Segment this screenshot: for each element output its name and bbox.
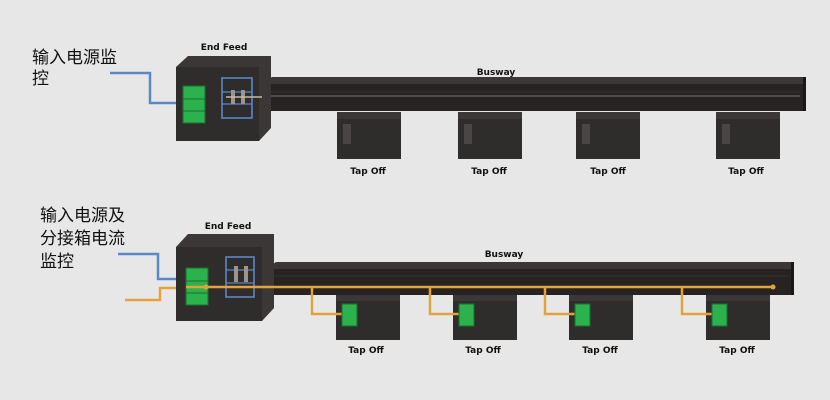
top-tap-off-3 <box>576 112 640 159</box>
top-tap-off-label-4: Tap Off <box>728 167 764 177</box>
bottom-caption-line-3: 监控 <box>40 252 74 272</box>
top-diagram: 输入电源监 控 Busway End Feed <box>32 43 806 177</box>
top-signal-line <box>110 71 185 105</box>
top-tap-off-label-3: Tap Off <box>590 167 626 177</box>
top-tap-off-4 <box>716 112 780 159</box>
bottom-branch-monitor-1 <box>341 303 358 327</box>
top-end-feed-label: End Feed <box>201 43 248 53</box>
bottom-busway-label: Busway <box>485 250 524 260</box>
bottom-tap-off-label-1: Tap Off <box>348 346 384 356</box>
bottom-tap-off-label-2: Tap Off <box>465 346 501 356</box>
top-caption-line-2: 控 <box>32 69 49 89</box>
top-input-monitor-module <box>182 85 206 124</box>
bottom-branch-monitor-4 <box>711 303 728 327</box>
bottom-tap-off-label-4: Tap Off <box>719 346 755 356</box>
top-busway <box>262 77 806 111</box>
bottom-branch-line-4 <box>680 287 712 316</box>
bottom-branch-line-3 <box>543 287 575 316</box>
bottom-diagram: 输入电源及 分接箱电流 监控 Busway End Feed <box>40 206 794 356</box>
bottom-caption-line-2: 分接箱电流 <box>40 229 125 249</box>
bottom-busway <box>266 262 794 295</box>
top-tap-off-label-2: Tap Off <box>471 167 507 177</box>
top-busway-label: Busway <box>477 68 516 78</box>
bottom-signal-line <box>118 252 186 281</box>
bottom-tap-off-label-3: Tap Off <box>582 346 618 356</box>
top-tap-off-label-1: Tap Off <box>350 167 386 177</box>
bottom-branch-line-2 <box>428 287 459 316</box>
top-tap-off-1 <box>337 112 401 159</box>
bottom-caption-line-1: 输入电源及 <box>40 206 125 226</box>
bottom-branch-line-1 <box>310 287 342 316</box>
top-caption-line-1: 输入电源监 <box>32 48 117 68</box>
bottom-branch-monitor-2 <box>458 303 475 327</box>
bottom-input-line <box>125 286 186 302</box>
top-tap-off-2 <box>458 112 522 159</box>
bottom-end-feed-label: End Feed <box>205 222 252 232</box>
bottom-branch-monitor-3 <box>574 303 591 327</box>
